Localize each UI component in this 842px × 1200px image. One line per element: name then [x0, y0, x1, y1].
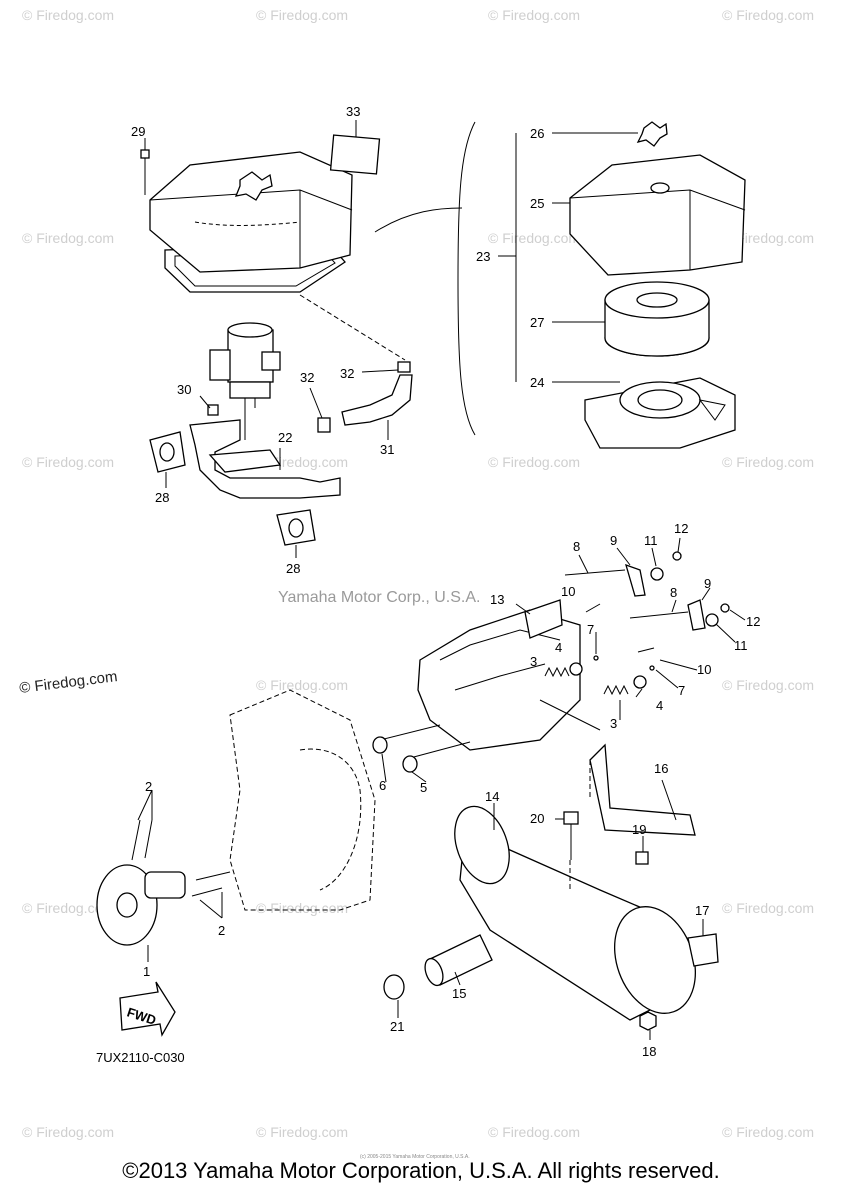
callout-3: 3 — [610, 716, 617, 731]
watermark: © Firedog.com — [256, 1124, 348, 1140]
callout-2: 2 — [218, 923, 225, 938]
callout-14: 14 — [485, 789, 499, 804]
callout-11: 11 — [734, 638, 748, 653]
watermark: © Firedog.com — [256, 7, 348, 23]
crankcase-outline — [229, 689, 376, 911]
callout-4: 4 — [656, 698, 663, 713]
watermark: © Firedog.com — [256, 677, 348, 693]
callout-2: 2 — [145, 779, 152, 794]
callout-12: 12 — [746, 614, 760, 629]
callout-22: 22 — [278, 430, 292, 445]
callout-21: 21 — [390, 1019, 404, 1034]
callout-27: 27 — [530, 315, 544, 330]
callout-8: 8 — [670, 585, 677, 600]
callout-9: 9 — [610, 533, 617, 548]
watermark: © Firedog.com — [722, 1124, 814, 1140]
callout-33: 33 — [346, 104, 360, 119]
air-cleaner-assembly — [140, 134, 463, 361]
callout-30: 30 — [177, 382, 191, 397]
watermark: © Firedog.com — [722, 7, 814, 23]
muffler-assembly — [383, 743, 719, 1040]
watermark: © Firedog.com — [22, 7, 114, 23]
callout-31: 31 — [380, 442, 394, 457]
watermark: © Firedog.com — [488, 1124, 580, 1140]
callout-32: 32 — [300, 370, 314, 385]
callout-4: 4 — [555, 640, 562, 655]
copyright-notice: ©2013 Yamaha Motor Corporation, U.S.A. A… — [122, 1158, 720, 1183]
callout-15: 15 — [452, 986, 466, 1001]
watermark: © Firedog.com — [256, 454, 348, 470]
air-cleaner-exploded — [457, 121, 746, 449]
watermark: © Firedog.com — [722, 454, 814, 470]
watermark-dark: © Firedog.com — [18, 668, 118, 697]
callout-25: 25 — [530, 196, 544, 211]
callout-29: 29 — [131, 124, 145, 139]
callout-19: 19 — [632, 822, 646, 837]
callout-26: 26 — [530, 126, 544, 141]
watermark: © Firedog.com — [722, 230, 814, 246]
watermark: © Firedog.com — [722, 900, 814, 916]
callout-3: 3 — [530, 654, 537, 669]
callout-23: 23 — [476, 249, 490, 264]
callout-24: 24 — [530, 375, 544, 390]
watermark: © Firedog.com — [256, 900, 348, 916]
callout-11: 11 — [644, 533, 658, 548]
callout-5: 5 — [420, 780, 427, 795]
callout-28: 28 — [155, 490, 169, 505]
watermark: © Firedog.com — [22, 1124, 114, 1140]
callout-6: 6 — [379, 778, 386, 793]
watermark: © Firedog.com — [488, 454, 580, 470]
fwd-arrow: FWD — [119, 981, 176, 1037]
callout-9: 9 — [704, 576, 711, 591]
callout-18: 18 — [642, 1044, 656, 1059]
watermark: © Firedog.com — [22, 454, 114, 470]
center-watermark: Yamaha Motor Corp., U.S.A. — [278, 589, 480, 606]
callout-16: 16 — [654, 761, 668, 776]
fine-print: (c) 2005-2015 Yamaha Motor Corporation, … — [360, 1154, 470, 1160]
watermark: © Firedog.com — [488, 7, 580, 23]
callout-10: 10 — [561, 584, 575, 599]
watermark: © Firedog.com — [722, 677, 814, 693]
cylinder-head-valves — [372, 537, 746, 783]
callout-7: 7 — [678, 683, 685, 698]
callout-labels: 29 33 26 25 23 27 24 32 32 30 22 31 28 2… — [131, 104, 760, 1059]
watermark: © Firedog.com — [488, 230, 580, 246]
carburetor-manifold — [144, 120, 413, 558]
callout-28: 28 — [286, 561, 300, 576]
callout-8: 8 — [573, 539, 580, 554]
diagram-code: 7UX2110-C030 — [96, 1050, 185, 1065]
callout-13: 13 — [490, 592, 504, 607]
callout-17: 17 — [695, 903, 709, 918]
watermark: © Firedog.com — [22, 900, 114, 916]
callout-20: 20 — [530, 811, 544, 826]
watermark: © Firedog.com — [22, 230, 114, 246]
callout-1: 1 — [143, 964, 150, 979]
callout-7: 7 — [587, 622, 594, 637]
callout-10: 10 — [697, 662, 711, 677]
callout-12: 12 — [674, 521, 688, 536]
recoil-assembly — [96, 789, 231, 962]
callout-32: 32 — [340, 366, 354, 381]
